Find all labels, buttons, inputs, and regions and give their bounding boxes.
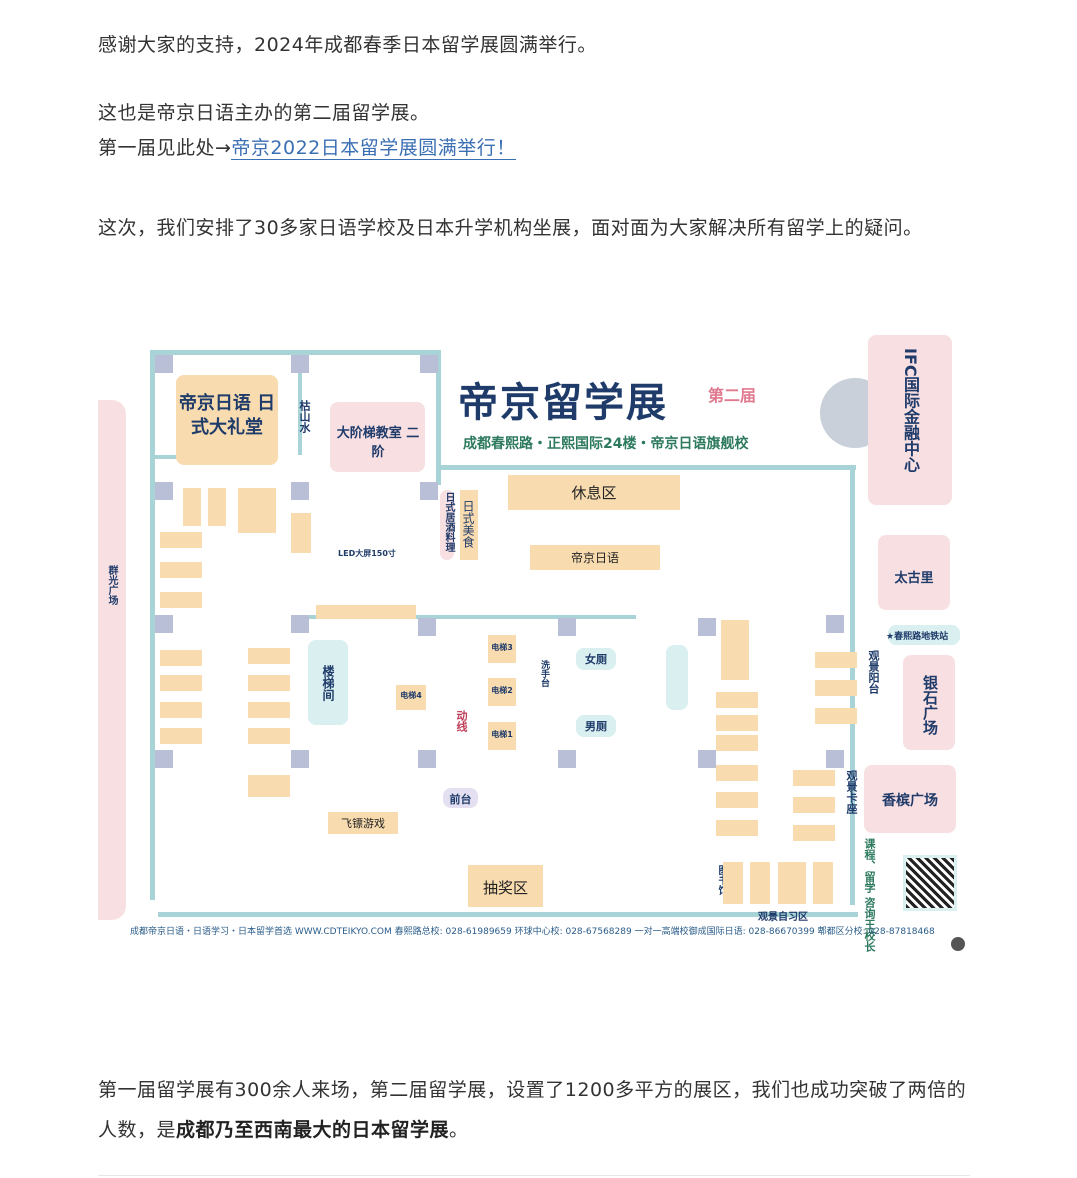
paragraph-1: 感谢大家的支持，2024年成都春季日本留学展圆满举行。 bbox=[98, 34, 597, 56]
expo-floor-map: 群光广场 帝京日语 日式大礼堂 枯山水 大阶梯教室 二阶 LED大屏150寸 日… bbox=[98, 330, 970, 960]
study-area-label: 观景自习区 bbox=[758, 912, 808, 923]
front-desk: 前台 bbox=[449, 793, 472, 806]
metro-label: ★春熙路地铁站 bbox=[886, 632, 949, 642]
map-footer: 成都帝京日语・日语学习・日本留学首选 WWW.CDTEIKYO.COM 春熙路总… bbox=[130, 927, 935, 937]
paragraph-5-bold: 成都乃至西南最大的日本留学展 bbox=[176, 1119, 450, 1141]
taikoo-label: 太古里 bbox=[894, 571, 934, 586]
food-label: 日式美食 bbox=[461, 500, 475, 548]
lottery-area: 抽奖区 bbox=[482, 879, 528, 897]
classroom-label: 大阶梯教室 二阶 bbox=[336, 426, 420, 460]
paragraph-3: 第一届见此处→帝京2022日本留学展圆满举行！ bbox=[98, 128, 968, 168]
izakaya-label: 日式居酒料理 bbox=[443, 492, 454, 552]
viewing-seat-label: 观景卡座 bbox=[845, 770, 858, 814]
paragraph-5-suffix: 。 bbox=[449, 1119, 469, 1141]
led-label: LED大屏150寸 bbox=[338, 549, 396, 558]
karesansui-label: 枯山水 bbox=[298, 400, 311, 433]
paragraph-5-text: 第一届留学展有300余人来场，第二届留学展，设置了1200多平方的展区，我们也成… bbox=[98, 1079, 967, 1141]
stairs-label: 楼梯间 bbox=[321, 665, 335, 701]
elevator-3: 电梯3 bbox=[491, 643, 513, 652]
first-expo-link[interactable]: 帝京2022日本留学展圆满举行！ bbox=[231, 137, 516, 160]
divider bbox=[98, 1175, 970, 1176]
elevator-1: 电梯1 bbox=[491, 730, 513, 739]
rest-area-label: 休息区 bbox=[571, 484, 617, 502]
female-restroom: 女厕 bbox=[585, 653, 607, 666]
map-subtitle: 成都春熙路・正熙国际24楼・帝京日语旗舰校 bbox=[463, 436, 749, 452]
ifc-label: IFC国际金融中心 bbox=[901, 348, 920, 473]
male-restroom: 男厕 bbox=[585, 720, 607, 733]
teikyo-booth-label: 帝京日语 bbox=[570, 551, 619, 565]
consult-label: 课程、留学 咨询王校长 bbox=[863, 838, 876, 952]
qunguang-label: 群光广场 bbox=[106, 565, 117, 605]
library-label: 图书馆 bbox=[716, 865, 727, 895]
expand-icon[interactable] bbox=[951, 937, 965, 951]
xiangbin-label: 香槟广场 bbox=[882, 793, 938, 809]
paragraph-2: 这也是帝京日语主办的第二届留学展。 bbox=[98, 102, 430, 124]
viewing-deck-label: 观景阳台 bbox=[867, 650, 880, 694]
paragraph-5: 第一届留学展有300余人来场，第二届留学展，设置了1200多平方的展区，我们也成… bbox=[98, 1070, 968, 1150]
paragraph-3-prefix: 第一届见此处→ bbox=[98, 137, 232, 159]
map-edition: 第二届 bbox=[708, 386, 757, 405]
flow-label: 动线 bbox=[455, 710, 468, 732]
dart-game: 飞镖游戏 bbox=[341, 817, 385, 830]
elevator-2: 电梯2 bbox=[491, 686, 513, 695]
yinshi-label: 银石广场 bbox=[921, 675, 939, 735]
map-title: 帝京留学展 bbox=[458, 380, 668, 426]
wash-label: 洗手台 bbox=[539, 660, 549, 687]
qr-code bbox=[903, 855, 957, 911]
elevator-4: 电梯4 bbox=[400, 691, 422, 700]
paragraph-4: 这次，我们安排了30多家日语学校及日本升学机构坐展，面对面为大家解决所有留学上的… bbox=[98, 217, 923, 239]
hall-label: 帝京日语 日式大礼堂 bbox=[178, 393, 276, 438]
